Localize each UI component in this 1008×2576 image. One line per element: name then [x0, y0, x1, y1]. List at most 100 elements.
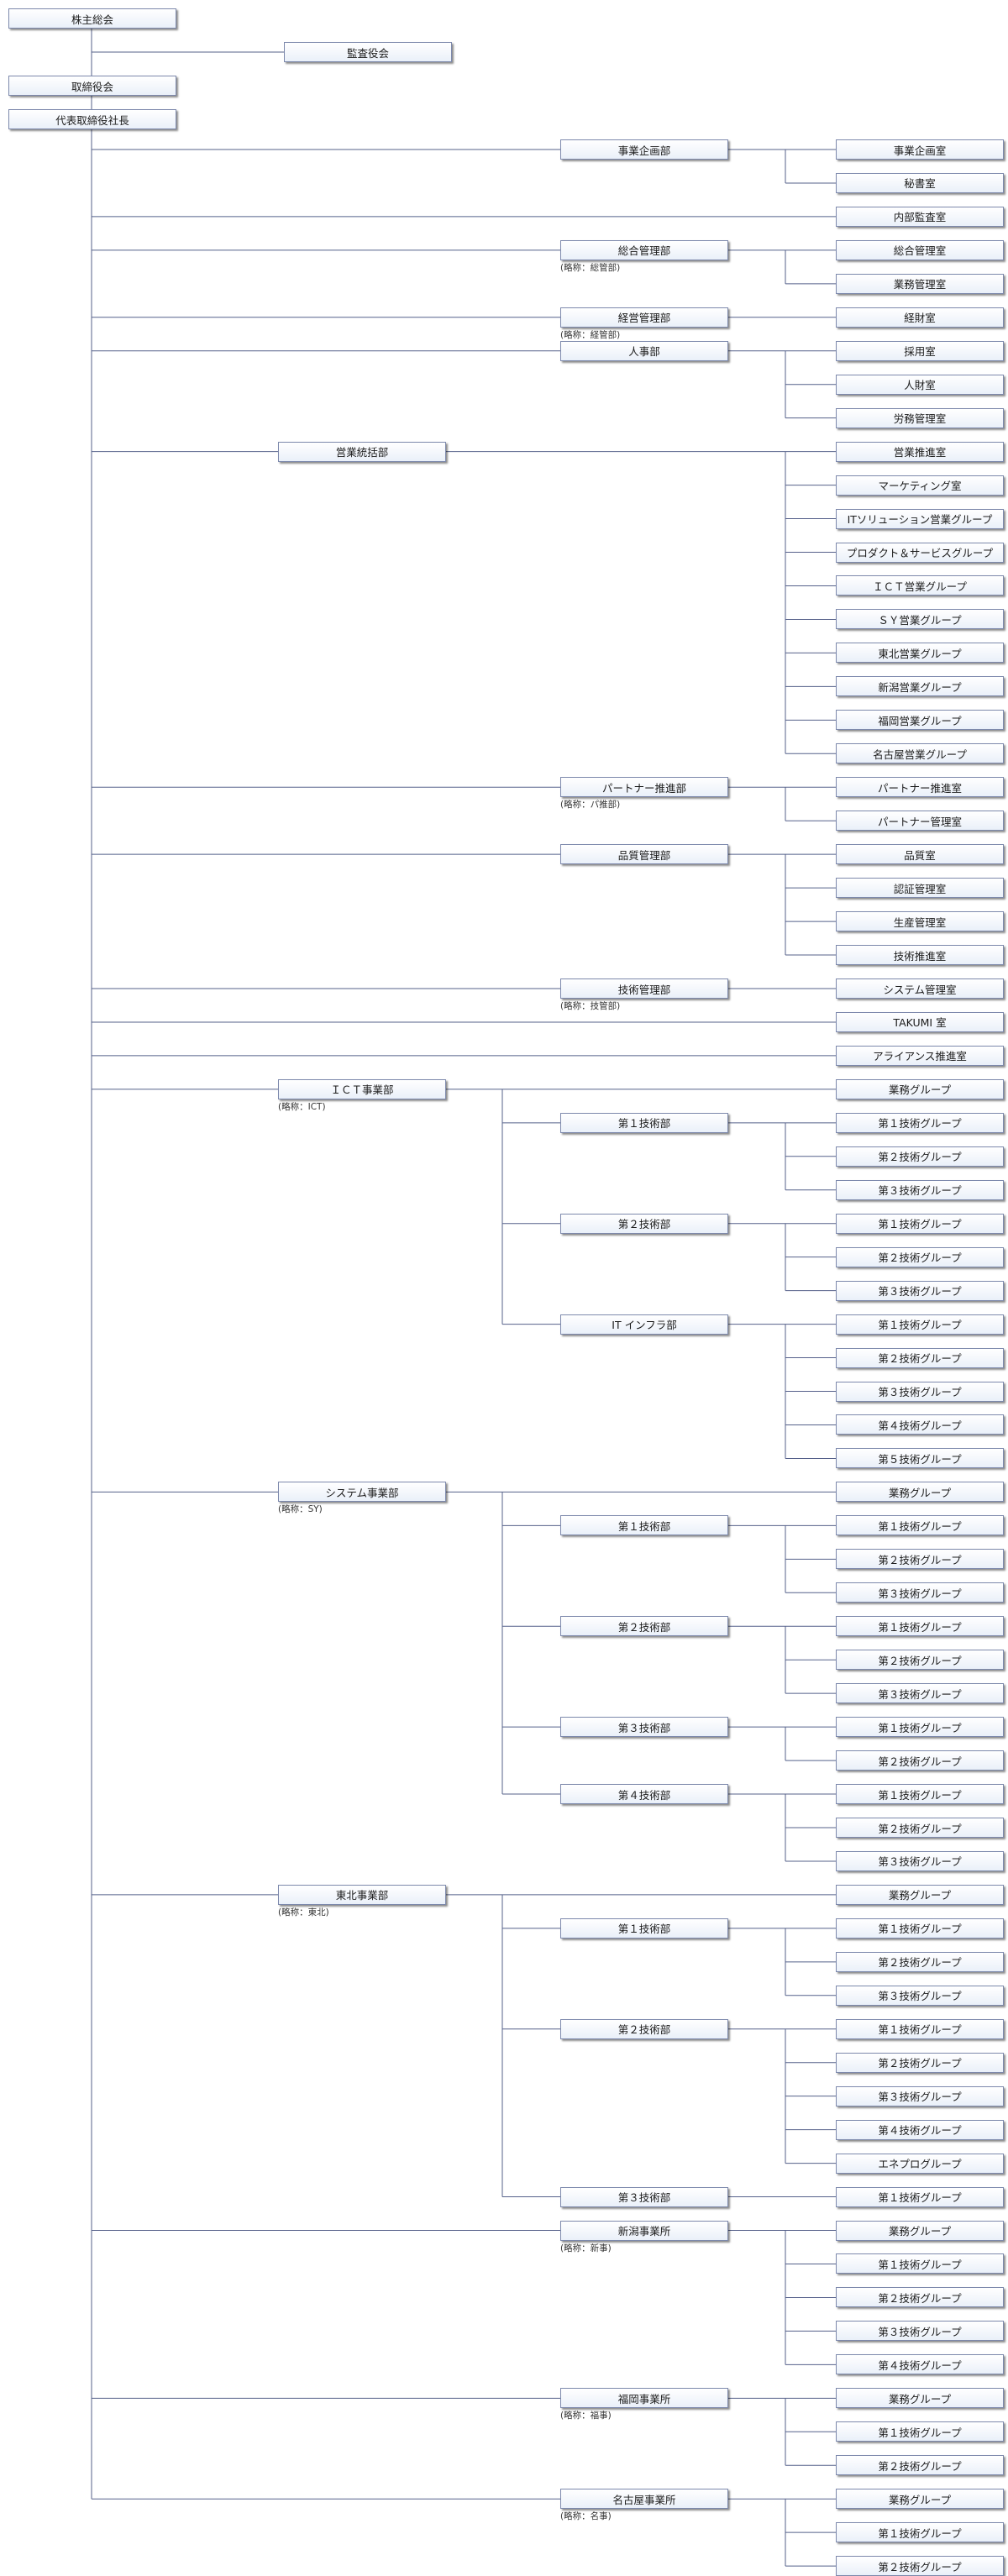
section-box: ITソリューション営業グループ — [836, 508, 1004, 529]
section-box: 業務グループ — [836, 1884, 1004, 1905]
section-box: 第４技術グループ — [836, 2354, 1004, 2375]
abbreviation-note: (略称：名事) — [560, 2511, 612, 2522]
section-box: 第１技術グループ — [836, 1784, 1004, 1805]
section-box: 第１技術グループ — [836, 1616, 1004, 1637]
section-box: 第２技術グループ — [836, 1750, 1004, 1771]
abbreviation-note: (略称：パ推部) — [560, 800, 621, 811]
section-box: 名古屋営業グループ — [836, 743, 1004, 764]
section-box: 人財室 — [836, 374, 1004, 395]
section-box: 第３技術グループ — [836, 1850, 1004, 1871]
section-box: 第４技術グループ — [836, 1414, 1004, 1435]
section-box: 第４技術グループ — [836, 2119, 1004, 2140]
section-box: プロダクト＆サービスグループ — [836, 542, 1004, 563]
section-box: 東北営業グループ — [836, 643, 1004, 664]
department-box: パートナー推進部 — [560, 777, 728, 798]
section-box: 採用室 — [836, 340, 1004, 361]
section-box: 労務管理室 — [836, 407, 1004, 428]
section-box: 秘書室 — [836, 172, 1004, 193]
section-box: 認証管理室 — [836, 878, 1004, 899]
department-box: IT インフラ部 — [560, 1314, 728, 1335]
section-box: 第１技術グループ — [836, 1717, 1004, 1738]
department-box: 技術管理部 — [560, 978, 728, 999]
abbreviation-note: (略称：技管部) — [560, 1001, 621, 1011]
department-box: 第３技術部 — [560, 1717, 728, 1738]
section-box: マーケティング室 — [836, 475, 1004, 496]
abbreviation-note: (略称：経管部) — [560, 329, 621, 340]
org-unit-box: アライアンス推進室 — [836, 1045, 1004, 1066]
division-box: ＩＣＴ事業部 — [278, 1078, 446, 1099]
section-box: 第１技術グループ — [836, 2018, 1004, 2039]
abbreviation-note: (略称：ICT) — [278, 1101, 326, 1112]
section-box: 第２技術グループ — [836, 2287, 1004, 2308]
division-box: 営業統括部 — [278, 441, 446, 462]
section-box: 第３技術グループ — [836, 1582, 1004, 1603]
division-box: システム事業部 — [278, 1482, 446, 1503]
section-box: 第３技術グループ — [836, 1985, 1004, 2006]
section-box: 事業企画室 — [836, 139, 1004, 160]
section-box: 第２技術グループ — [836, 1951, 1004, 1972]
section-box: 第３技術グループ — [836, 2085, 1004, 2106]
abbreviation-note: (略称：新事) — [560, 2243, 612, 2253]
section-box: エネプログループ — [836, 2153, 1004, 2174]
abbreviation-note: (略称：福事) — [560, 2411, 612, 2421]
section-box: ＳＹ営業グループ — [836, 609, 1004, 630]
abbreviation-note: (略称：総管部) — [560, 262, 621, 273]
section-box: システム管理室 — [836, 978, 1004, 999]
department-box: 事業企画部 — [560, 139, 728, 160]
section-box: 第１技術グループ — [836, 2522, 1004, 2543]
department-box: 第１技術部 — [560, 1112, 728, 1133]
section-box: 業務グループ — [836, 2220, 1004, 2241]
section-box: ＩＣＴ営業グループ — [836, 575, 1004, 596]
department-box: 名古屋事業所 — [560, 2489, 728, 2510]
department-box: 品質管理部 — [560, 844, 728, 865]
section-box: 第１技術グループ — [836, 1314, 1004, 1335]
department-box: 第４技術部 — [560, 1784, 728, 1805]
department-box: 第２技術部 — [560, 2018, 728, 2039]
section-box: 経財室 — [836, 307, 1004, 328]
department-box: 新潟事業所 — [560, 2220, 728, 2241]
section-box: 第３技術グループ — [836, 1381, 1004, 1402]
section-box: 第３技術グループ — [836, 1683, 1004, 1704]
org-unit-box: 内部監査室 — [836, 206, 1004, 227]
department-box: 経営管理部 — [560, 307, 728, 328]
section-box: 第１技術グループ — [836, 2253, 1004, 2274]
section-box: 新潟営業グループ — [836, 676, 1004, 697]
department-box: 第１技術部 — [560, 1918, 728, 1939]
department-box: 第２技術部 — [560, 1616, 728, 1637]
section-box: 第３技術グループ — [836, 2321, 1004, 2342]
section-box: 総合管理室 — [836, 239, 1004, 260]
section-box: 第１技術グループ — [836, 1918, 1004, 1939]
abbreviation-note: (略称：SY) — [278, 1504, 323, 1515]
department-box: 第１技術部 — [560, 1515, 728, 1536]
board-of-directors-box: 取締役会 — [8, 76, 176, 96]
section-box: 業務グループ — [836, 1078, 1004, 1099]
section-box: 第２技術グループ — [836, 1549, 1004, 1570]
section-box: 業務グループ — [836, 2489, 1004, 2510]
section-box: 第２技術グループ — [836, 1347, 1004, 1368]
division-box: 東北事業部 — [278, 1884, 446, 1905]
department-box: 人事部 — [560, 340, 728, 361]
department-box: 福岡事業所 — [560, 2388, 728, 2409]
section-box: パートナー推進室 — [836, 777, 1004, 798]
section-box: 第３技術グループ — [836, 1179, 1004, 1200]
section-box: 第５技術グループ — [836, 1448, 1004, 1469]
shareholders-meeting-box: 株主総会 — [8, 8, 176, 29]
department-box: 総合管理部 — [560, 239, 728, 260]
section-box: 第２技術グループ — [836, 2556, 1004, 2576]
section-box: 技術推進室 — [836, 945, 1004, 966]
president-box: 代表取締役社長 — [8, 109, 176, 129]
section-box: 第１技術グループ — [836, 1112, 1004, 1133]
section-box: パートナー管理室 — [836, 811, 1004, 832]
section-box: 第２技術グループ — [836, 1650, 1004, 1671]
section-box: 第２技術グループ — [836, 1246, 1004, 1267]
section-box: 業務管理室 — [836, 273, 1004, 294]
section-box: 第２技術グループ — [836, 1146, 1004, 1167]
section-box: 業務グループ — [836, 1482, 1004, 1503]
section-box: 第１技術グループ — [836, 1213, 1004, 1234]
section-box: 品質室 — [836, 844, 1004, 865]
section-box: 第１技術グループ — [836, 2186, 1004, 2207]
section-box: 第３技術グループ — [836, 1280, 1004, 1301]
section-box: 第１技術グループ — [836, 2421, 1004, 2442]
